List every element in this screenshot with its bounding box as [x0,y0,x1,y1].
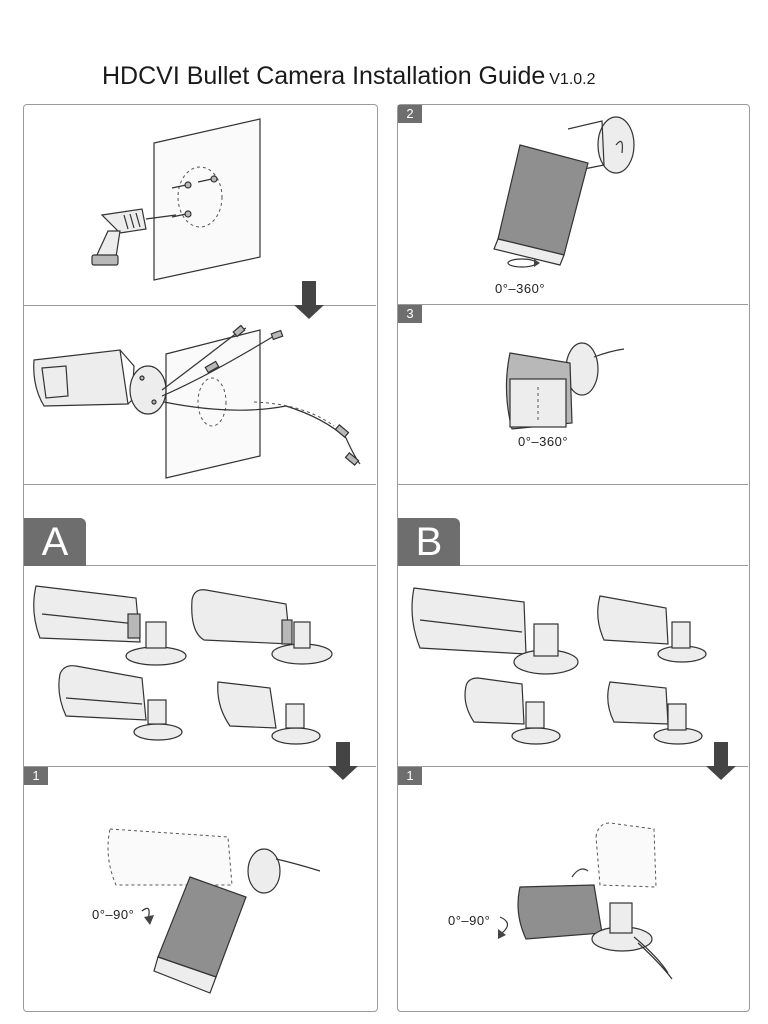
drill-icon [91,208,177,266]
option-b-badge: B [398,518,460,566]
down-arrow-icon [328,742,358,780]
pan-range-label: 0°–360° [495,281,546,296]
down-arrow-icon [706,742,736,780]
divider [24,766,376,767]
divider [398,304,748,305]
version-label: V1.0.2 [549,71,596,88]
bullet-camera [411,587,579,675]
bullet-camera [217,681,321,745]
screw-anchor [171,175,218,218]
rotate-arrow-icon [498,868,589,939]
cable-routing-illustration [33,324,361,479]
pan-adjustment-illustration [493,116,635,268]
bullet-camera [33,585,187,666]
divider [398,565,748,566]
title-text: HDCVI Bullet Camera Installation Guide [102,62,546,90]
divider [398,484,748,485]
divider [398,766,748,767]
rotate-arrow-icon [141,907,154,925]
down-arrow-icon [294,281,324,319]
bullet-camera [597,595,707,663]
camera-models-illustration [33,585,358,780]
step-1-badge: 1 [24,767,48,785]
wall-drilling-illustration [91,118,324,319]
tilt-range-label: 0°–90° [92,907,135,922]
bullet-camera [191,589,333,665]
rotation-adjustment-illustration [505,342,625,430]
divider [24,484,376,485]
bullet-camera [464,677,561,745]
tilt-adjustment-illustration [107,828,321,994]
bullet-camera [607,681,703,745]
step-1-badge: 1 [398,767,422,785]
step-2-badge: 2 [398,105,422,123]
bullet-camera [58,665,183,741]
divider [24,565,376,566]
camera-models-illustration [411,587,736,780]
rotate-arrow-icon [507,258,540,268]
rotation-range-label: 0°–360° [518,434,569,449]
tilt-range-label: 0°–90° [448,913,491,928]
tilt-adjustment-illustration [498,822,673,980]
option-a-badge: A [24,518,86,566]
divider [24,305,376,306]
step-3-badge: 3 [398,305,422,323]
